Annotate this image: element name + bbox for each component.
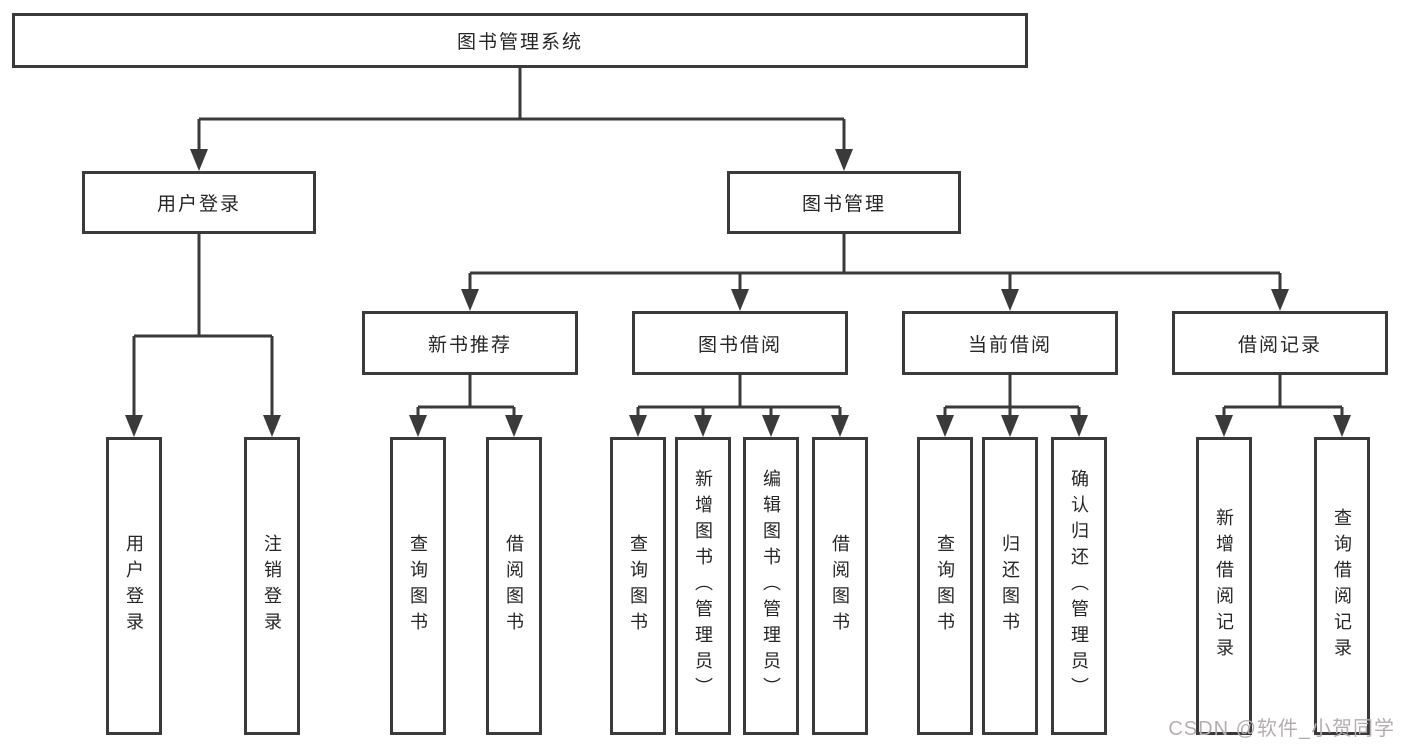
node-label: 编辑图书（管理员） xyxy=(761,469,781,703)
node-current-borrowing: 当前借阅 xyxy=(902,311,1118,375)
leaf-borrow-books: 借阅图书 xyxy=(812,437,868,735)
node-label: 借阅记录 xyxy=(1237,334,1322,356)
arrowhead-icon xyxy=(629,415,647,437)
leaf-confirm-return-admin: 确认归还（管理员） xyxy=(1051,437,1107,735)
connector-book-borrowing-children xyxy=(629,375,849,437)
node-label: 新书推荐 xyxy=(427,334,512,356)
arrowhead-icon xyxy=(731,289,749,311)
leaf-logout: 注销登录 xyxy=(244,437,300,735)
node-label: 查询图书 xyxy=(628,534,648,638)
leaf-search-borrow-record: 查询借阅记录 xyxy=(1314,437,1370,735)
node-label: 注销登录 xyxy=(262,534,282,638)
node-label: 用户登录 xyxy=(124,534,144,638)
node-label: 借阅图书 xyxy=(830,534,850,638)
leaf-search-books-borrowing: 查询图书 xyxy=(610,437,666,735)
connector-book-management-children xyxy=(461,234,1289,311)
connector-user-login-children xyxy=(125,234,281,437)
leaf-borrow-books-recommendation: 借阅图书 xyxy=(486,437,542,735)
arrowhead-icon xyxy=(1271,289,1289,311)
connector-borrowing-records-children xyxy=(1215,375,1351,437)
leaf-user-login: 用户登录 xyxy=(106,437,162,735)
node-label: 图书借阅 xyxy=(697,334,782,356)
arrowhead-icon xyxy=(835,149,853,171)
node-book-borrowing: 图书借阅 xyxy=(632,311,848,375)
node-label: 图书管理 xyxy=(801,194,886,215)
node-label: 查询借阅记录 xyxy=(1332,508,1352,664)
node-label: 查询图书 xyxy=(935,534,955,638)
node-book-management: 图书管理 xyxy=(727,171,961,234)
arrowhead-icon xyxy=(694,415,712,437)
arrowhead-icon xyxy=(263,415,281,437)
connector-current-borrowing-children xyxy=(936,375,1088,437)
node-label: 用户登录 xyxy=(156,194,241,215)
arrowhead-icon xyxy=(1215,415,1233,437)
node-label: 图书管理系统 xyxy=(456,32,583,53)
node-label: 借阅图书 xyxy=(504,534,524,638)
node-label: 查询图书 xyxy=(408,534,428,638)
leaf-search-books-recommendation: 查询图书 xyxy=(390,437,446,735)
watermark: CSDN @软件_小贺同学 xyxy=(1168,718,1395,740)
node-label: 归还图书 xyxy=(1000,534,1020,638)
leaf-add-borrow-record: 新增借阅记录 xyxy=(1196,437,1252,735)
arrowhead-icon xyxy=(461,289,479,311)
node-borrowing-records: 借阅记录 xyxy=(1172,311,1388,375)
node-library-management-system: 图书管理系统 xyxy=(12,13,1028,68)
leaf-return-books: 归还图书 xyxy=(982,437,1038,735)
arrowhead-icon xyxy=(1333,415,1351,437)
arrowhead-icon xyxy=(1070,415,1088,437)
node-new-book-recommendation: 新书推荐 xyxy=(362,311,578,375)
arrowhead-icon xyxy=(1001,289,1019,311)
arrowhead-icon xyxy=(762,415,780,437)
node-label: 新增图书（管理员） xyxy=(693,469,713,703)
connector-root-to-level2 xyxy=(190,68,853,171)
arrowhead-icon xyxy=(190,149,208,171)
node-label: 新增借阅记录 xyxy=(1214,508,1234,664)
arrowhead-icon xyxy=(831,415,849,437)
leaf-add-book-admin: 新增图书（管理员） xyxy=(675,437,731,735)
leaf-edit-book-admin: 编辑图书（管理员） xyxy=(743,437,799,735)
arrowhead-icon xyxy=(936,415,954,437)
arrowhead-icon xyxy=(505,415,523,437)
node-user-login: 用户登录 xyxy=(82,171,316,234)
connector-new-book-recommendation-children xyxy=(409,375,523,437)
arrowhead-icon xyxy=(409,415,427,437)
leaf-search-books-current: 查询图书 xyxy=(917,437,973,735)
arrowhead-icon xyxy=(1001,415,1019,437)
arrowhead-icon xyxy=(125,415,143,437)
node-label: 当前借阅 xyxy=(967,334,1052,356)
node-label: 确认归还（管理员） xyxy=(1069,469,1089,703)
